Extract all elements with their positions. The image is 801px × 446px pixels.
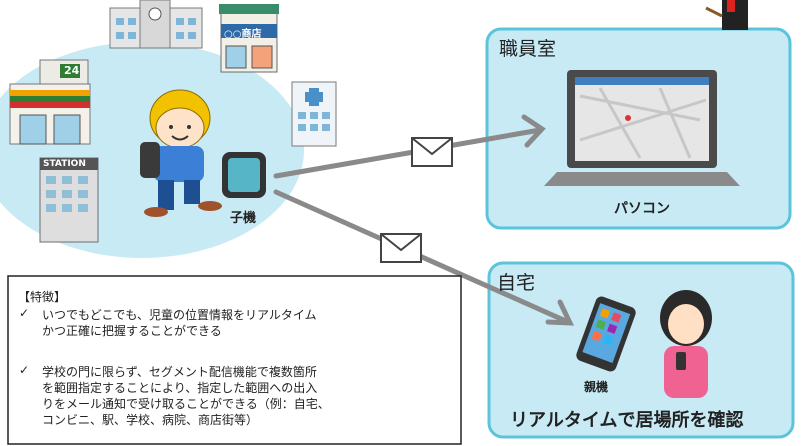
child-device-label: 子機 (230, 211, 257, 226)
staff-room-title: 職員室 (499, 38, 557, 60)
convenience-store-icon (9, 83, 91, 145)
child-icon (140, 89, 222, 217)
station-sign: STATION (43, 159, 86, 169)
parent-device-label: 親機 (584, 380, 609, 394)
check-icon: ✓ (19, 306, 30, 320)
feature-2-line-4: コンビニ、駅、学校、病院、商店街等） (42, 413, 259, 427)
shop-icon (219, 4, 279, 73)
home-title: 自宅 (497, 272, 536, 294)
feature-2-line-2: を範囲指定することにより、指定した範囲への出入 (42, 381, 318, 395)
feature-2-line-3: りをメール通知で受け取ることができる（例：自宅、 (42, 397, 330, 411)
watch-icon (222, 152, 266, 198)
features-box (7, 275, 462, 445)
computer-label: パソコン (614, 201, 670, 217)
feature-1-line-1: いつでもどこでも、児童の位置情報をリアルタイム (42, 308, 317, 322)
arrow-to-staffroom (273, 114, 546, 179)
mail-icon (411, 137, 453, 167)
home-caption: リアルタイムで居場所を確認 (510, 410, 744, 431)
teacher-icon (705, 0, 748, 30)
school-building-icon (109, 0, 203, 49)
home-box (487, 261, 795, 439)
conv-sign: 24 (64, 64, 80, 77)
convenience-store-icon (39, 59, 89, 87)
station-icon (39, 157, 99, 243)
laptop-icon (544, 70, 740, 186)
store-sign: ○○商店 (224, 29, 262, 40)
feature-1-line-2: かつ正確に把握することができる (42, 324, 222, 338)
smartphone-icon (576, 296, 636, 372)
feature-2-line-1: 学校の門に限らず、セグメント配信機能で複数箇所 (42, 365, 317, 379)
features-heading: 【特徴】 (18, 290, 67, 304)
mail-icon (380, 233, 422, 263)
check-icon: ✓ (19, 363, 30, 377)
parent-icon (660, 290, 712, 398)
hospital-icon (291, 81, 337, 147)
